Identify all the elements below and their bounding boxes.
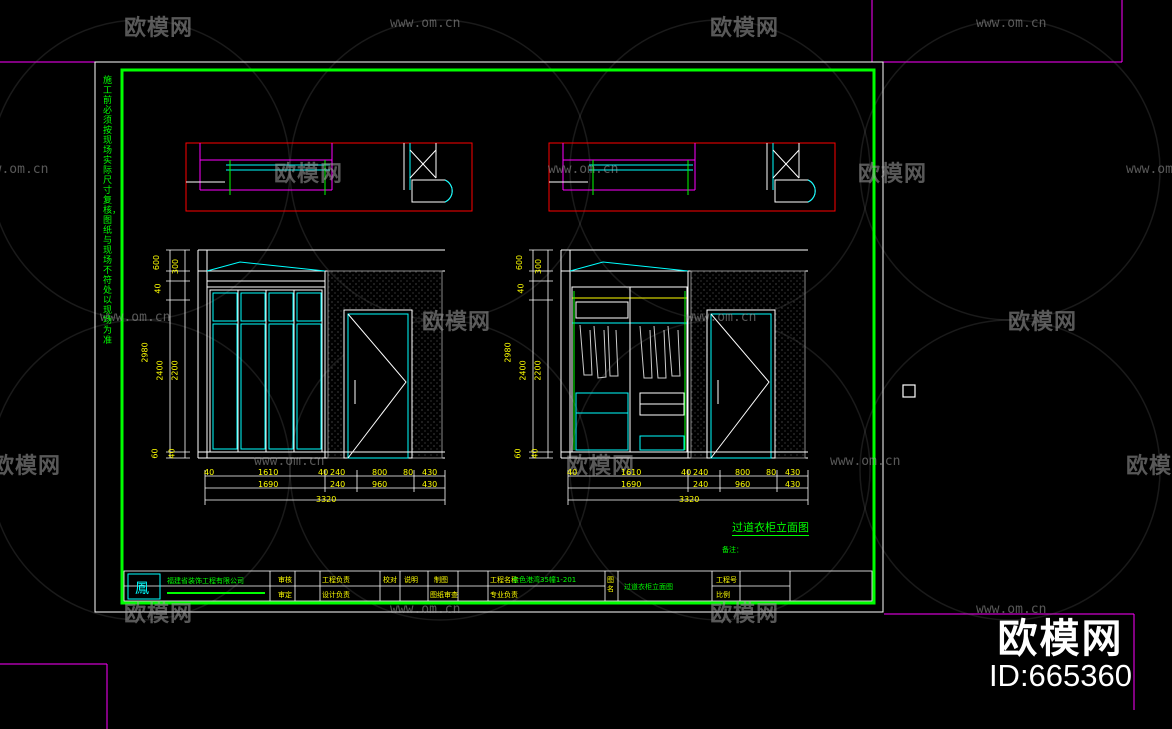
dim-label: 430 [785,480,801,489]
brand-watermark: 欧模网 ID:665360 [989,619,1132,693]
dim-label: 300 [534,258,544,275]
sheet-border [94,61,884,613]
tb-cell: 图纸审查 [430,591,458,599]
tb-cell: 专业负责 [490,591,518,599]
dim-label: 240 [330,468,346,477]
dim-label: 40 [153,283,163,294]
title-block [123,570,873,602]
watermark-url: www.om.cn [976,16,1047,31]
dim-label: 2400 [518,360,528,381]
elevation-left [197,249,445,459]
plan-view-right [548,142,836,212]
dim-label: 40 [567,468,578,477]
dim-label: 430 [422,468,438,477]
dim-label: 960 [372,480,388,489]
drawing-title: 过道衣柜立面图 [732,521,809,536]
watermark-logo-text: 欧模网 [1126,453,1172,478]
dim-label: 1690 [258,480,279,489]
watermark-logo-text: 欧模网 [124,15,194,40]
company-logo: 鳳 [127,573,265,600]
scale-label: 比例 [716,591,730,599]
dim-label: 2980 [140,342,150,363]
watermark-url: www.om.cn [830,454,901,469]
watermark-url: www.om.cn [390,16,461,31]
watermark-url: www.om.cn [0,162,49,177]
tb-cell: 设计负责 [322,591,350,599]
no-label: 工程号 [716,576,737,584]
company-name: 福建省装饰工程有限公司 [167,577,244,585]
dimension-lines-left [166,249,446,505]
tb-cell: 工程负责 [322,576,350,584]
dim-label: 430 [785,468,801,477]
dim-label: 2980 [503,342,513,363]
dim-total: 3320 [679,495,700,504]
dim-label: 240 [693,468,709,477]
dim-label: 40 [516,283,526,294]
green-frame [120,68,876,605]
tb-cell: 审核 [278,576,292,584]
watermark-logo-text: 欧模网 [710,15,780,40]
watermark-logo-text: 欧模网 [274,161,344,186]
dim-label: 40 [530,448,540,459]
vertical-construction-note: 施工前必须按现场实际尺寸复核，图纸与现场不符处以现场为准 [103,76,122,346]
watermark-url: www.om.cn [254,454,325,469]
notes-heading: 备注： [722,546,743,554]
watermark-logo-text: 欧模网 [422,309,492,334]
watermark-logo-text: 欧模网 [710,601,780,626]
watermark-url: www.om.cn [1126,162,1172,177]
watermark-circles [0,19,1161,621]
watermark-url: www.om.cn [548,162,619,177]
dim-label: 430 [422,480,438,489]
watermark-logo-text: 欧模网 [566,453,636,478]
watermark-url: www.om.cn [976,602,1047,617]
magenta-viewport-lines [0,0,1135,729]
dimension-lines-right [529,249,809,505]
tb-cell: 校对 [383,576,397,584]
elevation-right [560,249,808,459]
watermark-logo-text: 欧模网 [0,453,62,478]
svg-text:鳳: 鳳 [135,581,149,597]
watermark-logo-text: 欧模网 [124,601,194,626]
watermark-logo-text: 欧模网 [858,161,928,186]
dim-label: 2400 [155,360,165,381]
tb-cell: 说明 [404,576,418,584]
dim-label: 1610 [621,468,642,477]
dim-label: 800 [735,468,751,477]
brand-name: 欧模网 [997,616,1124,661]
project-name: 金色港湾35幢1-201 [512,576,577,584]
watermark-url: www.om.cn [100,310,171,325]
dim-label: 40 [167,448,177,459]
dim-label: 80 [766,468,777,477]
dim-total: 3320 [316,495,337,504]
tb-cell: 制图 [434,576,448,584]
dim-label: 40 [318,468,329,477]
sheet-label: 图名 [607,576,614,593]
dim-label: 1610 [258,468,279,477]
dim-label: 40 [681,468,692,477]
project-label: 工程名称 [490,576,518,584]
brand-id: ID:665360 [988,657,1132,693]
dim-label: 800 [372,468,388,477]
selection-grip[interactable] [902,384,916,398]
dim-label: 2200 [533,360,543,381]
dim-label: 600 [152,254,162,271]
dim-label: 240 [330,480,346,489]
tb-cell: 审定 [278,591,292,599]
sheet-name: 过道衣柜立面图 [624,583,673,591]
watermark-logo-text: 欧模网 [1008,309,1078,334]
dim-label: 1690 [621,480,642,489]
dim-label: 80 [403,468,414,477]
dim-label: 40 [204,468,215,477]
watermark-url: www.om.cn [390,602,461,617]
plan-view-left [185,142,473,212]
dim-label: 60 [513,448,523,459]
dim-label: 960 [735,480,751,489]
dim-label: 300 [171,258,181,275]
dim-label: 60 [150,448,160,459]
dim-label: 240 [693,480,709,489]
dim-label: 600 [515,254,525,271]
dim-label: 2200 [170,360,180,381]
watermark-url: www.om.cn [686,310,757,325]
